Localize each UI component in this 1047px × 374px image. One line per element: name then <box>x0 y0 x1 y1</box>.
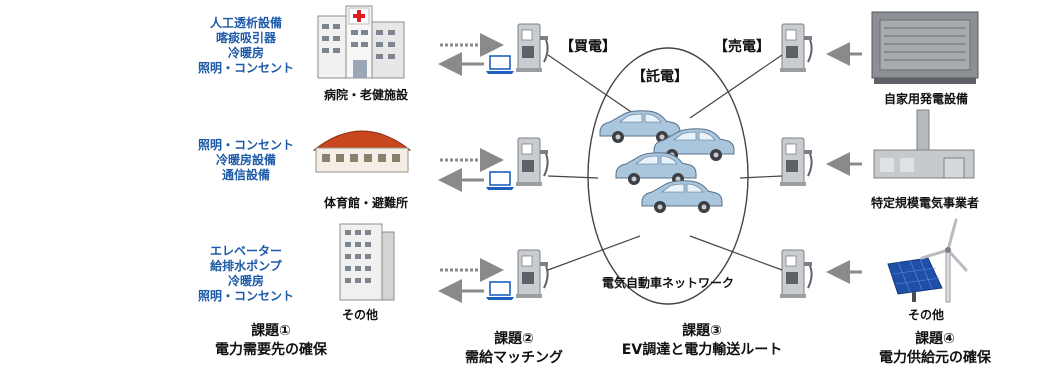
supply-label: その他 <box>907 308 944 322</box>
demand-arrows <box>438 33 504 303</box>
solar-wind-icon <box>887 218 968 303</box>
issue-2: 課題② 需給マッチング <box>444 330 584 368</box>
need-label: 喀痰吸引器 <box>215 31 276 45</box>
laptop-icon <box>485 281 515 301</box>
need-label: 冷暖房 <box>227 46 264 60</box>
power-plant-icon <box>873 109 975 179</box>
gymnasium-building-icon <box>312 130 412 173</box>
issue-text: 電力需要先の確保 <box>215 342 327 358</box>
issue-text: 需給マッチング <box>465 350 563 366</box>
need-label: エレベーター <box>209 244 282 258</box>
car-icon <box>641 180 723 214</box>
ev-network-ellipse <box>587 47 749 305</box>
issue-title: 課題③ <box>682 323 722 339</box>
demand-needs-list: 人工透析設備 喀痰吸引器 冷暖房 照明・コンセント <box>196 16 296 76</box>
need-label: 照明・コンセント <box>197 138 294 152</box>
facility-label: 病院・老健施設 <box>323 88 408 102</box>
issue-title: 課題④ <box>915 331 955 347</box>
issue-1: 課題① 電力需要先の確保 <box>196 322 346 360</box>
office-building-icon <box>339 223 395 301</box>
issue-text: 電力供給元の確保 <box>879 350 991 366</box>
charger-icon <box>779 137 813 187</box>
supply-label: 自家用発電設備 <box>883 92 968 106</box>
facility-label: その他 <box>341 308 378 322</box>
issue-4: 課題④ 電力供給元の確保 <box>860 330 1010 368</box>
facility-label: 体育館・避難所 <box>323 196 408 210</box>
charger-icon <box>515 249 549 299</box>
charger-icon <box>515 23 549 73</box>
laptop-icon <box>485 55 515 75</box>
charger-icon <box>515 137 549 187</box>
generator-icon <box>871 11 979 84</box>
charger-icon <box>779 249 813 299</box>
hospital-building-icon <box>317 5 405 79</box>
demand-needs-list: 照明・コンセント 冷暖房設備 通信設備 <box>196 138 296 183</box>
need-label: 照明・コンセント <box>197 289 294 303</box>
laptop-icon <box>485 171 515 191</box>
supply-arrows <box>826 42 862 284</box>
need-label: 冷暖房 <box>227 274 264 288</box>
charger-icon <box>779 23 813 73</box>
issue-text: EV調達と電力輸送ルート <box>621 342 783 358</box>
need-label: 給排水ポンプ <box>210 259 282 273</box>
need-label: 照明・コンセント <box>197 61 294 75</box>
sell-power-label: 【売電】 <box>714 39 770 55</box>
supply-label: 特定規模電気事業者 <box>870 196 979 210</box>
need-label: 人工透析設備 <box>209 16 282 30</box>
ev-network-label: 電気自動車ネットワーク <box>601 276 734 290</box>
consign-power-label: 【託電】 <box>632 69 688 85</box>
demand-needs-list: エレベーター 給排水ポンプ 冷暖房 照明・コンセント <box>196 244 296 304</box>
need-label: 冷暖房設備 <box>215 153 276 167</box>
buy-power-label: 【買電】 <box>560 39 616 55</box>
connection-lines <box>547 54 783 271</box>
issue-3: 課題③ EV調達と電力輸送ルート <box>602 322 802 360</box>
need-label: 通信設備 <box>221 168 270 182</box>
issue-title: 課題① <box>251 323 291 339</box>
car-icon <box>615 152 697 186</box>
issue-title: 課題② <box>494 331 534 347</box>
